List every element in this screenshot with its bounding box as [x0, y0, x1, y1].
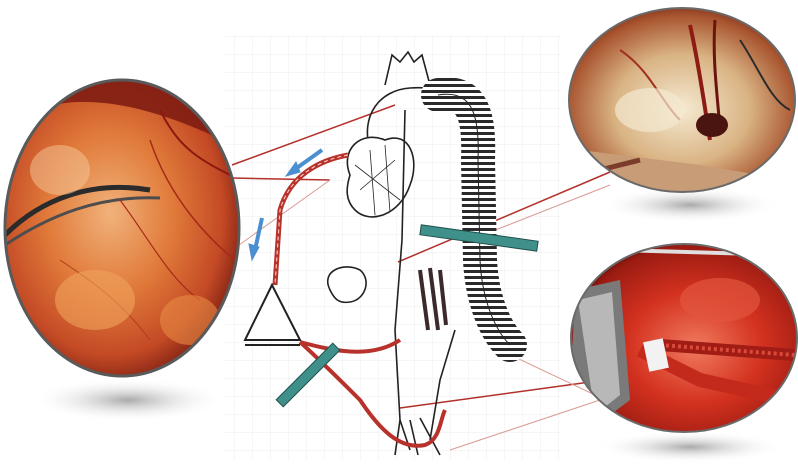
organ-outline — [328, 267, 366, 302]
left-photo-shadow — [30, 378, 226, 422]
left-surgical-photo — [5, 60, 240, 376]
bottom-right-surgical-photo — [570, 244, 797, 432]
top-right-surgical-photo — [569, 8, 795, 200]
bottom-right-photo-shadow — [595, 431, 785, 463]
